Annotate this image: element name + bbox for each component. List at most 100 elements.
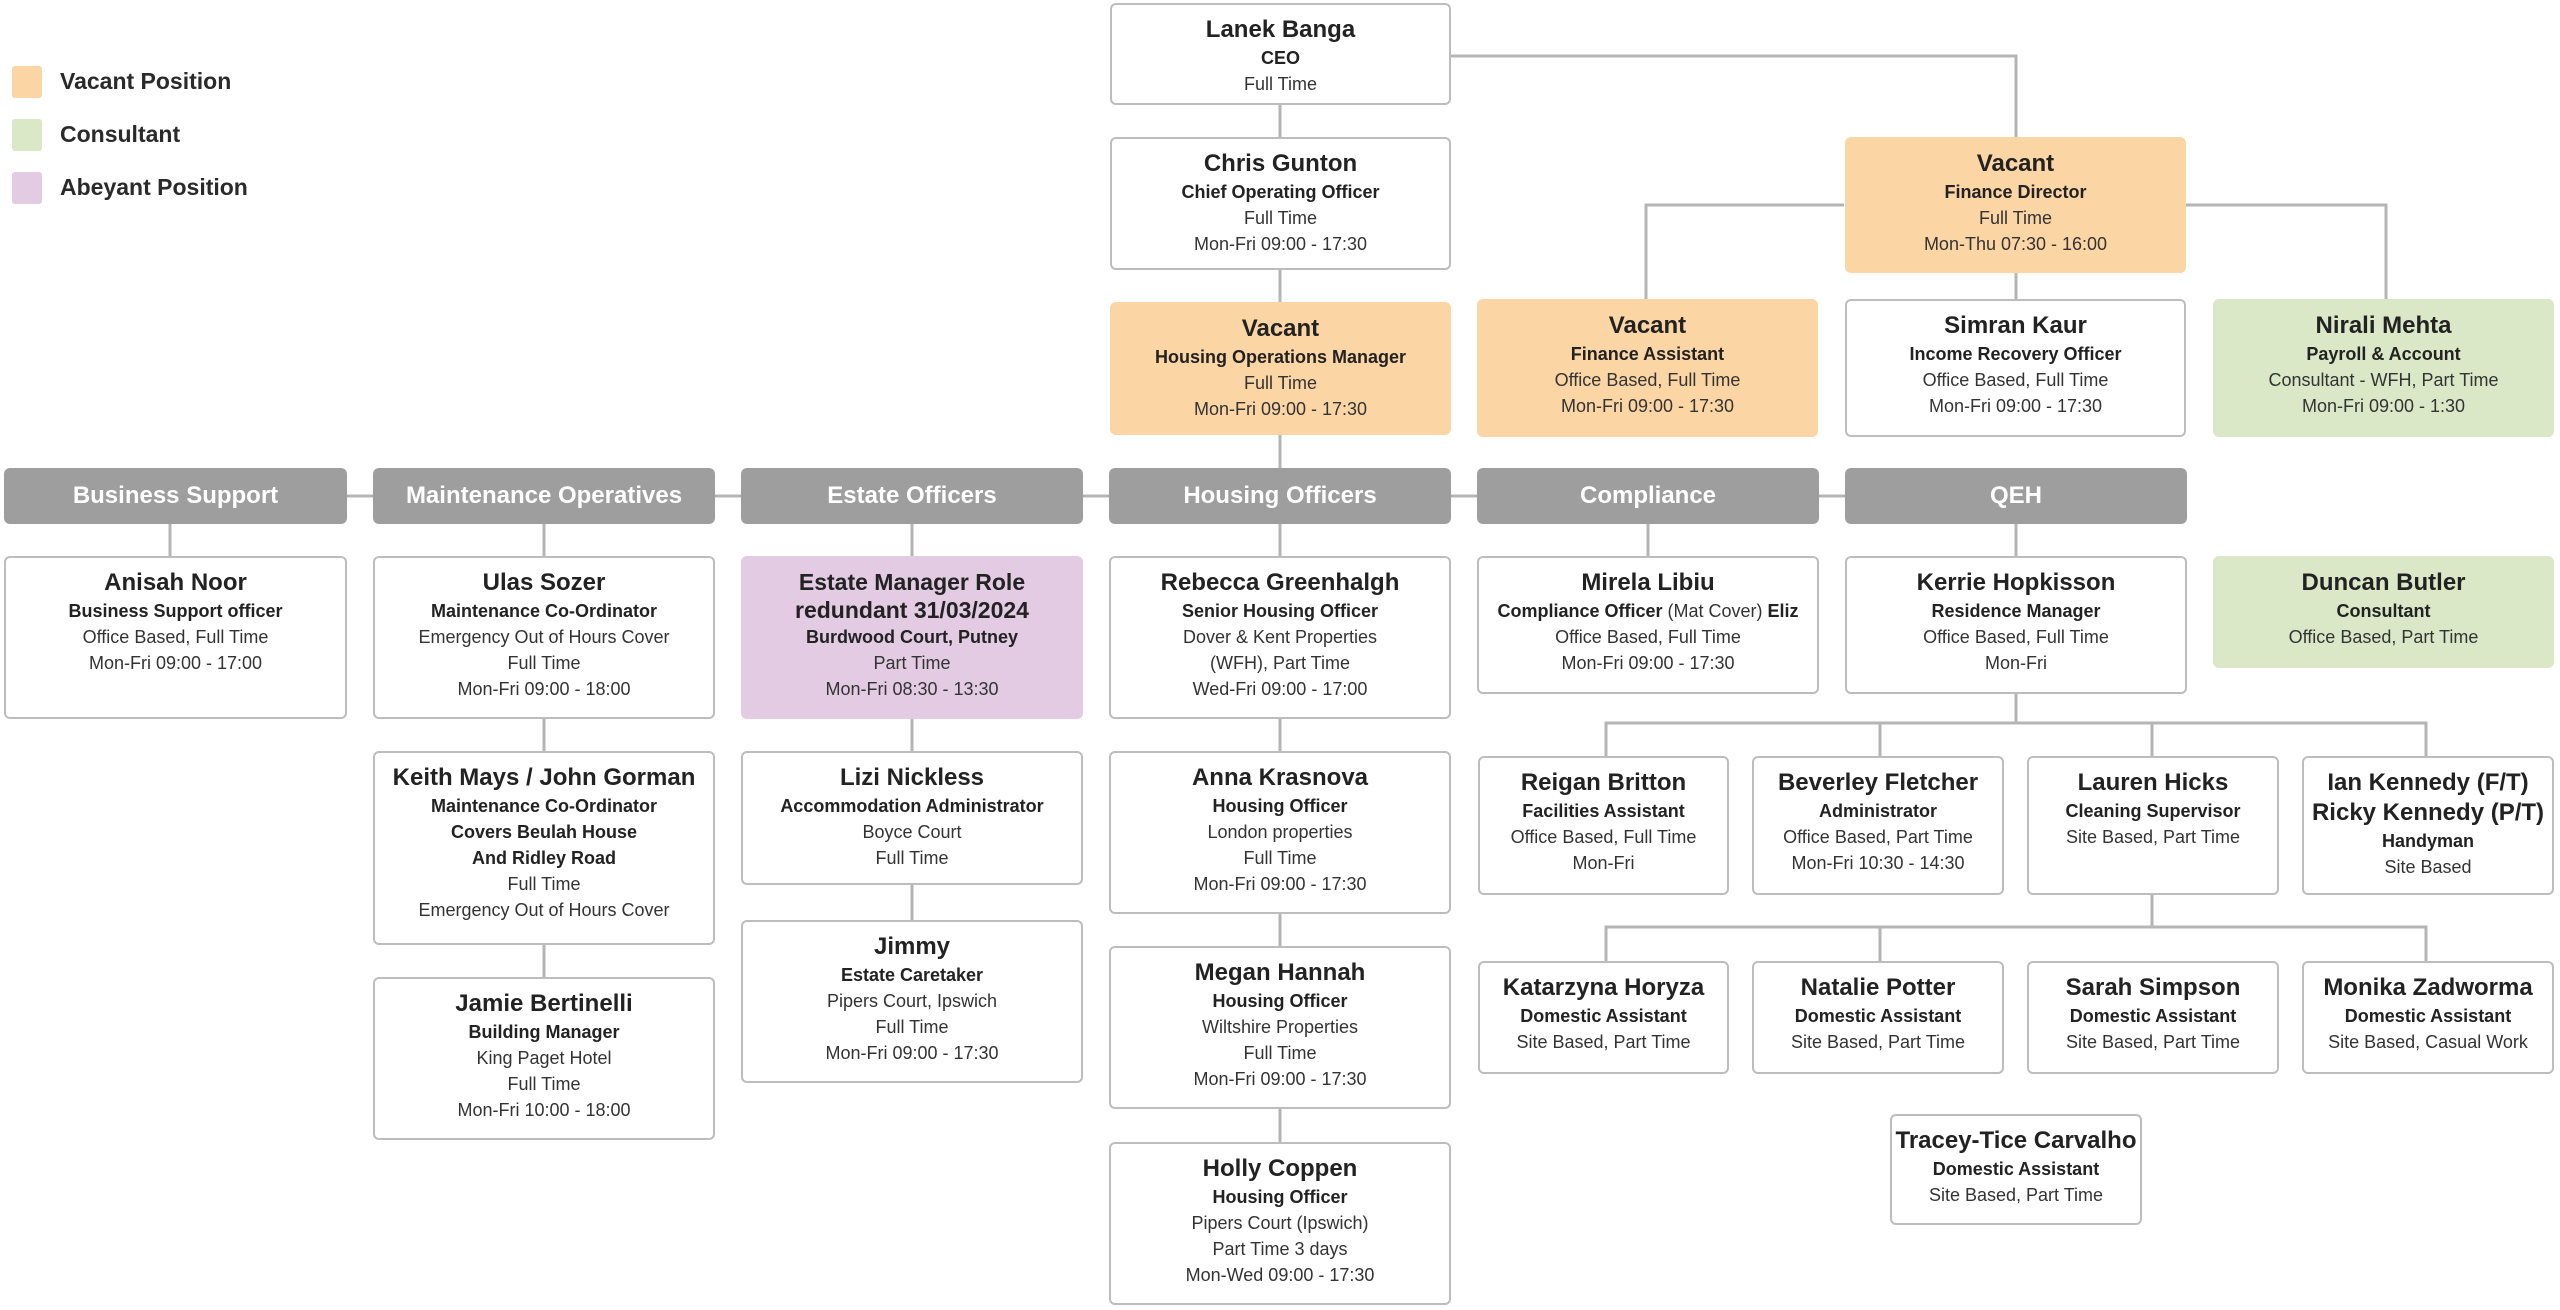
card-finance-director: Vacant Finance Director Full Time Mon-Th… bbox=[1845, 137, 2186, 273]
person-detail: Mon-Fri bbox=[1572, 853, 1635, 873]
person-detail: Wed-Fri 09:00 - 17:00 bbox=[1192, 679, 1368, 699]
person-detail: King Paget Hotel bbox=[476, 1048, 612, 1068]
person-role: Housing Operations Manager bbox=[1154, 347, 1407, 367]
card-beverley-fletcher: Beverley Fletcher Administrator Office B… bbox=[1752, 756, 2004, 895]
person-detail: Full Time bbox=[1243, 373, 1317, 393]
card-nirali-mehta: Nirali Mehta Payroll & Account Consultan… bbox=[2213, 299, 2554, 437]
person-role: Business Support officer bbox=[68, 601, 283, 621]
person-detail: London properties bbox=[1207, 822, 1353, 842]
person-detail: Full Time bbox=[875, 1017, 949, 1037]
person-detail: Mon-Thu 07:30 - 16:00 bbox=[1923, 234, 2108, 254]
person-name: Jamie Bertinelli bbox=[455, 990, 633, 1017]
person-role: Senior Housing Officer bbox=[1181, 601, 1379, 621]
person-name: Sarah Simpson bbox=[2065, 974, 2241, 1001]
card-jamie-bertinelli: Jamie Bertinelli Building Manager King P… bbox=[373, 977, 715, 1140]
card-lizi-nickless: Lizi Nickless Accommodation Administrato… bbox=[741, 751, 1083, 885]
person-detail: Emergency Out of Hours Cover bbox=[418, 900, 670, 920]
person-role: Estate Caretaker bbox=[840, 965, 984, 985]
person-role: Administrator bbox=[1818, 801, 1937, 821]
person-role: Housing Officer bbox=[1212, 1187, 1348, 1207]
person-detail: Full Time bbox=[1243, 208, 1317, 228]
person-detail: Office Based, Full Time bbox=[1510, 827, 1697, 847]
person-role-line: Compliance Officer (Mat Cover) Eliz bbox=[1479, 598, 1817, 624]
person-name: Megan Hannah bbox=[1194, 959, 1366, 986]
person-name: Mirela Libiu bbox=[1581, 569, 1715, 596]
person-name: Duncan Butler bbox=[2301, 569, 2466, 596]
person-name: Simran Kaur bbox=[1944, 312, 2087, 339]
card-kerrie-hopkisson: Kerrie Hopkisson Residence Manager Offic… bbox=[1845, 556, 2187, 694]
person-detail: Mon-Fri 09:00 - 17:30 bbox=[1193, 399, 1368, 419]
person-detail: Office Based, Part Time bbox=[1783, 827, 1973, 847]
person-name: Tracey-Tice Carvalho bbox=[1895, 1127, 2137, 1154]
card-anna-krasnova: Anna Krasnova Housing Officer London pro… bbox=[1109, 751, 1451, 914]
header-estate-officers: Estate Officers bbox=[741, 468, 1083, 524]
card-ian-ricky-kennedy: Ian Kennedy (F/T) Ricky Kennedy (P/T) Ha… bbox=[2302, 756, 2554, 895]
person-name: Natalie Potter bbox=[1800, 974, 1956, 1001]
legend-item-vacant: Vacant Position bbox=[12, 55, 248, 108]
person-role: Income Recovery Officer bbox=[1909, 344, 2122, 364]
person-detail: Office Based, Full Time bbox=[1923, 627, 2109, 647]
person-detail: Mon-Fri bbox=[1985, 653, 2047, 673]
legend-label: Vacant Position bbox=[60, 68, 232, 94]
legend-item-abeyant: Abeyant Position bbox=[12, 161, 248, 214]
person-detail: Mon-Fri 10:30 - 14:30 bbox=[1791, 853, 1965, 873]
card-jimmy: Jimmy Estate Caretaker Pipers Court, Ips… bbox=[741, 920, 1083, 1083]
person-name: Holly Coppen bbox=[1202, 1155, 1358, 1182]
card-holly-coppen: Holly Coppen Housing Officer Pipers Cour… bbox=[1109, 1142, 1451, 1305]
person-role: Domestic Assistant bbox=[2344, 1006, 2512, 1026]
person-name: Lauren Hicks bbox=[2077, 769, 2229, 796]
card-tracey-tice-carvalho: Tracey-Tice Carvalho Domestic Assistant … bbox=[1890, 1114, 2142, 1225]
header-maintenance-operatives: Maintenance Operatives bbox=[373, 468, 715, 524]
vacant-swatch bbox=[12, 65, 42, 98]
legend-item-consultant: Consultant bbox=[12, 108, 248, 161]
person-name: Vacant bbox=[1976, 150, 2055, 177]
person-detail: Mon-Fri 09:00 - 17:30 bbox=[1193, 234, 1368, 254]
legend: Vacant Position Consultant Abeyant Posit… bbox=[12, 55, 248, 214]
person-role: Covers Beulah House bbox=[450, 822, 638, 842]
person-detail: Mon-Fri 09:00 - 17:30 bbox=[1560, 396, 1735, 416]
person-role: Residence Manager bbox=[1931, 601, 2101, 621]
person-role: Compliance Officer bbox=[1497, 601, 1663, 621]
person-detail: Mon-Wed 09:00 - 17:30 bbox=[1185, 1265, 1375, 1285]
card-reigan-britton: Reigan Britton Facilities Assistant Offi… bbox=[1478, 756, 1729, 895]
person-name: Nirali Mehta bbox=[2315, 312, 2452, 339]
person-detail: Full Time bbox=[507, 653, 581, 673]
person-name: Monika Zadworma bbox=[2323, 974, 2533, 1001]
person-detail: Office Based, Full Time bbox=[1554, 370, 1741, 390]
person-detail: Office Based, Full Time bbox=[1555, 627, 1741, 647]
person-detail: Mon-Fri 09:00 - 18:00 bbox=[457, 679, 631, 699]
person-detail: Full Time bbox=[1243, 848, 1317, 868]
person-name-line2: redundant 31/03/2024 bbox=[795, 597, 1029, 623]
person-name-line2: Ricky Kennedy (P/T) bbox=[2311, 799, 2545, 826]
person-role: Building Manager bbox=[468, 1022, 620, 1042]
header-housing-officers: Housing Officers bbox=[1109, 468, 1451, 524]
person-detail: Site Based, Part Time bbox=[1516, 1032, 1691, 1052]
person-role: Domestic Assistant bbox=[1794, 1006, 1962, 1026]
card-housing-operations-manager: Vacant Housing Operations Manager Full T… bbox=[1110, 302, 1451, 435]
header-qeh: QEH bbox=[1845, 468, 2187, 524]
header-compliance: Compliance bbox=[1477, 468, 1819, 524]
card-ulas-sozer: Ulas Sozer Maintenance Co-Ordinator Emer… bbox=[373, 556, 715, 719]
person-detail: Mon-Fri 08:30 - 13:30 bbox=[825, 679, 999, 699]
person-role: And Ridley Road bbox=[471, 848, 616, 868]
person-detail: Site Based, Part Time bbox=[1790, 1032, 1966, 1052]
person-detail: Mon-Fri 09:00 - 1:30 bbox=[2301, 396, 2466, 416]
card-monika-zadworma: Monika Zadworma Domestic Assistant Site … bbox=[2302, 961, 2554, 1074]
person-detail: Part Time 3 days bbox=[1212, 1239, 1348, 1259]
person-role: Consultant bbox=[2336, 601, 2431, 621]
person-detail: Full Time bbox=[507, 874, 581, 894]
person-role: Accommodation Administrator bbox=[780, 796, 1044, 816]
person-role: Housing Officer bbox=[1212, 991, 1348, 1011]
person-detail: Mon-Fri 09:00 - 17:30 bbox=[1561, 653, 1735, 673]
person-detail: Site Based, Part Time bbox=[1928, 1185, 2104, 1205]
person-name: Lizi Nickless bbox=[839, 764, 985, 791]
person-name: Anisah Noor bbox=[104, 569, 247, 596]
person-detail: Consultant - WFH, Part Time bbox=[2268, 370, 2499, 390]
person-role: Burdwood Court, Putney bbox=[806, 627, 1018, 647]
consultant-swatch bbox=[12, 118, 42, 151]
card-natalie-potter: Natalie Potter Domestic Assistant Site B… bbox=[1752, 961, 2004, 1074]
card-mirela-libiu: Mirela Libiu Compliance Officer (Mat Cov… bbox=[1477, 556, 1819, 694]
person-role: Finance Assistant bbox=[1570, 344, 1725, 364]
person-name: Lanek Banga bbox=[1205, 16, 1356, 43]
person-detail: Mon-Fri 09:00 - 17:30 bbox=[1928, 396, 2103, 416]
